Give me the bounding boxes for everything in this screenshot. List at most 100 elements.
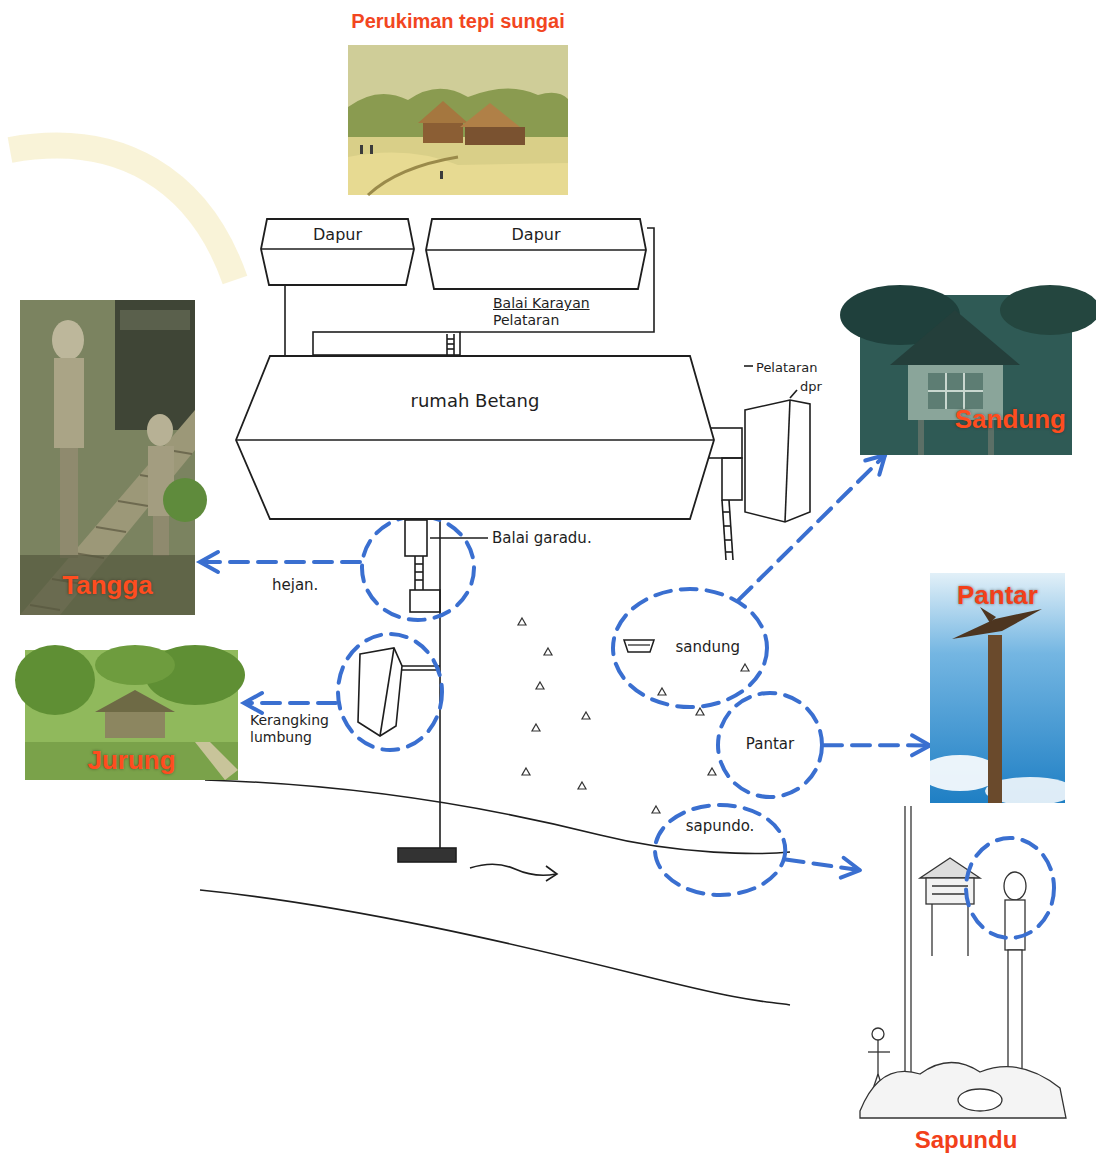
photo — [918, 420, 924, 455]
tree-symbols-part — [544, 648, 552, 655]
label-anchor: hejan. — [272, 576, 318, 594]
part-label: Kerangking lumbung — [250, 712, 338, 746]
photo — [15, 645, 95, 715]
tree-symbols-part — [658, 688, 666, 695]
sandung-icon — [628, 644, 650, 645]
longhouse-outline — [236, 356, 714, 519]
settlement-sketch-part — [722, 458, 742, 500]
node-text: Dapur — [313, 226, 362, 244]
photo — [118, 501, 148, 506]
node-text: rumah Betang — [411, 391, 540, 412]
sapundu-sketch — [932, 893, 968, 894]
settlement-sketch-part — [414, 556, 416, 590]
callout-circles-part — [202, 560, 360, 564]
settlement-sketch-part — [729, 500, 733, 560]
label-anchor: Pelataran — [756, 358, 818, 376]
riverside-painting-part — [460, 103, 520, 127]
kitchen-box: Dapur — [425, 218, 647, 290]
photo — [95, 690, 175, 712]
sapundu-sketch — [860, 806, 1066, 1118]
settlement-sketch-part — [284, 286, 286, 355]
longhouse-box: rumah Betang — [235, 355, 715, 520]
photo — [52, 320, 84, 360]
part-label: hejan. — [272, 576, 318, 594]
settlement-sketch-part — [447, 348, 454, 350]
watermark — [10, 146, 235, 280]
settlement-sketch-part — [447, 338, 454, 340]
title: Perukiman tepi sungai — [351, 10, 564, 32]
kitchen-outline — [261, 248, 414, 249]
dashed-arrow — [824, 735, 930, 755]
sapundu-sketch — [872, 1028, 884, 1040]
tree-symbols-part — [532, 724, 540, 731]
sapundu-sketch — [1004, 872, 1026, 900]
node-text: Pantar — [957, 581, 1038, 611]
node-text: Tangga — [62, 571, 153, 601]
sandung-icon — [624, 640, 654, 652]
tree-symbols-part — [582, 712, 590, 719]
node-text: sapundo. — [686, 818, 755, 835]
tree-symbols-part — [518, 618, 526, 625]
settlement-sketch-part — [447, 343, 454, 345]
riverside-painting — [348, 45, 568, 195]
node-shape — [860, 806, 1072, 1156]
settlement-sketch-part — [415, 579, 423, 581]
settlement-sketch-part — [430, 537, 488, 539]
sketch-panel: Sapundu — [860, 806, 1072, 1156]
dashed-arrow — [739, 455, 885, 600]
settlement-sketch-part — [723, 511, 730, 513]
photo — [928, 373, 983, 409]
riverside-painting-part — [348, 45, 568, 195]
sapundu-sketch — [904, 806, 905, 1106]
photo — [95, 645, 175, 685]
settlement-sketch-part — [726, 551, 733, 553]
dashed-arrow-line — [824, 743, 930, 747]
arrow-head — [841, 858, 860, 878]
sapundu-sketch — [868, 1051, 890, 1052]
photo — [195, 742, 238, 780]
callout-circles — [200, 516, 474, 750]
node-text: Pantar — [746, 736, 794, 753]
photo — [60, 448, 78, 558]
kitchen-box: Dapur — [260, 218, 415, 286]
photo — [988, 635, 1002, 803]
sapundu-sketch — [910, 806, 911, 1106]
photo — [890, 310, 1020, 365]
dashed-arrow — [786, 858, 860, 878]
riverside-painting-part — [370, 145, 373, 154]
arrow-head — [912, 735, 930, 755]
longhouse-outline — [236, 439, 714, 440]
photo — [1000, 285, 1096, 335]
dashed-circle — [655, 805, 785, 895]
photo — [928, 390, 983, 392]
settlement-sketch — [200, 228, 810, 1005]
settlement-sketch-part — [725, 539, 732, 541]
kitchen-outline — [426, 249, 646, 250]
sapundu-sketch — [860, 1062, 1066, 1118]
label-anchor: Balai Karayan — [493, 294, 590, 312]
riverside-painting-part — [465, 127, 525, 145]
settlement-sketch-part — [790, 390, 797, 398]
arrow-head — [865, 455, 885, 475]
sapundu-sketch — [877, 1040, 878, 1074]
photo — [120, 310, 190, 330]
tree-symbols — [518, 618, 749, 813]
photo — [163, 478, 207, 522]
callout-circle: Pantar — [715, 690, 825, 800]
photo-panel: Jurung — [25, 650, 238, 780]
sapundu-sketch — [931, 904, 932, 956]
callout-circles-part — [200, 552, 218, 572]
watermark-part — [10, 146, 235, 280]
sapundu-sketch — [932, 885, 968, 886]
node-text: Jurung — [87, 746, 175, 776]
photo — [115, 300, 195, 430]
riverside-painting-part — [440, 171, 443, 179]
riverside-painting-part — [368, 157, 458, 195]
tree-symbols-part — [696, 708, 704, 715]
photo-panel: Sandung — [860, 295, 1072, 455]
settlement-sketch-part — [422, 556, 424, 590]
dashed-arrow-line — [739, 455, 885, 600]
settlement-sketch-part — [745, 400, 810, 522]
tree-symbols-part — [522, 768, 530, 775]
node-text: sandung — [675, 639, 740, 656]
